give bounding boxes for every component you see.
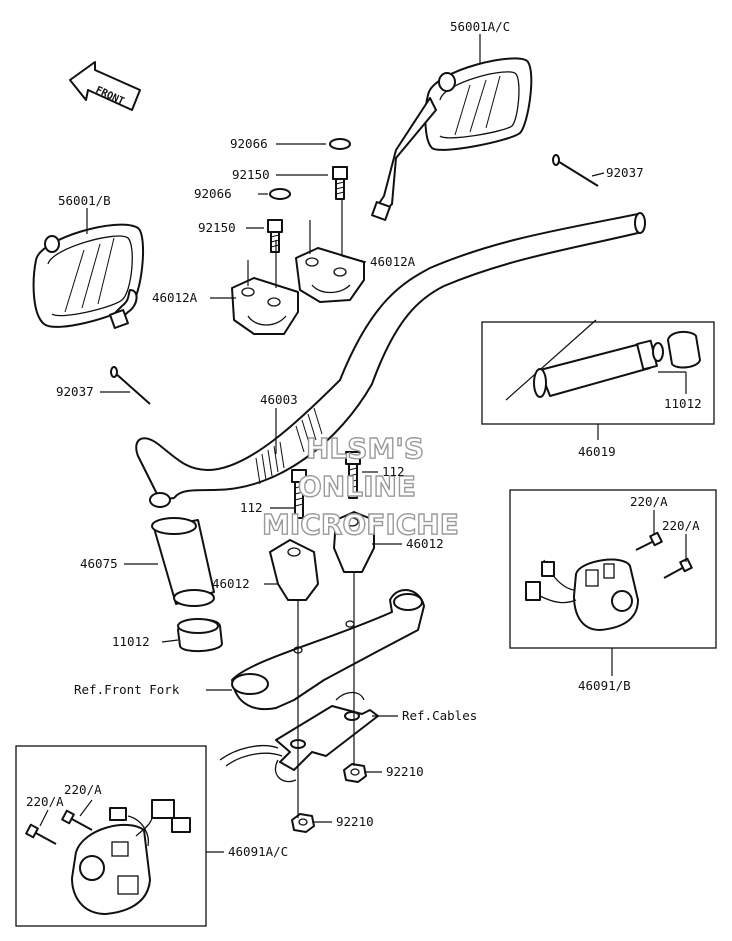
screw-right-2 xyxy=(663,557,693,579)
label-screw-right-1: 220/A xyxy=(630,494,668,509)
band-right xyxy=(552,154,599,187)
nut-2 xyxy=(291,813,315,833)
switch-left xyxy=(71,799,191,915)
label-throttle-grip: 46019 xyxy=(578,444,616,459)
screw-left-1 xyxy=(25,823,57,845)
label-grip-left-cap: 11012 xyxy=(112,634,150,649)
label-bolt-lower-2: 112 xyxy=(240,500,263,515)
mirror-left xyxy=(32,223,144,329)
part-labels: 56001A/C 56001/B 92066 92150 92066 92150… xyxy=(26,19,702,859)
cable-bracket xyxy=(219,691,379,783)
watermark: HLSM'S ONLINE MICROFICHE xyxy=(261,431,459,541)
label-bolt-upper-1: 92150 xyxy=(232,167,270,182)
bolt-lower-2 xyxy=(291,469,307,519)
screw-right-1 xyxy=(635,531,663,551)
label-mirror-left: 56001/B xyxy=(58,193,111,208)
label-clamp-upper-right: 46012A xyxy=(370,254,416,269)
label-holder-lower-left: 46012 xyxy=(212,576,250,591)
label-nut-1: 92210 xyxy=(386,764,424,779)
label-screw-left-1: 220/A xyxy=(64,782,102,797)
switch-left-box xyxy=(15,745,207,927)
label-grip-left: 46075 xyxy=(80,556,118,571)
label-bolt-upper-2: 92150 xyxy=(198,220,236,235)
fork-bracket xyxy=(231,589,425,711)
throttle-grip xyxy=(533,339,664,398)
switch-right-box xyxy=(509,489,717,676)
label-screw-left-2: 220/A xyxy=(26,794,64,809)
label-mirror-right: 56001A/C xyxy=(450,19,510,34)
label-ref-fork: Ref.Front Fork xyxy=(74,682,180,697)
holder-lower-left xyxy=(269,539,319,601)
grip-left-cap xyxy=(177,618,223,652)
screw-left-2 xyxy=(61,809,93,831)
pad-upper-2 xyxy=(269,188,291,200)
label-band-right: 92037 xyxy=(606,165,644,180)
label-handlebar: 46003 xyxy=(260,392,298,407)
label-grip-right-cap: 11012 xyxy=(664,396,702,411)
label-clamp-upper-left: 46012A xyxy=(152,290,198,305)
label-switch-right: 46091/B xyxy=(578,678,631,693)
grip-left xyxy=(151,517,215,607)
throttle-grip-box xyxy=(481,319,715,440)
grip-right-cap xyxy=(667,330,701,369)
holder-lower-right xyxy=(333,511,375,573)
label-screw-right-2: 220/A xyxy=(662,518,700,533)
front-direction-arrow: FRONT xyxy=(69,61,141,111)
bolt-upper-1 xyxy=(332,166,348,200)
label-ref-cables: Ref.Cables xyxy=(402,708,477,723)
pad-upper-1 xyxy=(329,138,351,150)
mirror-right xyxy=(371,57,533,221)
handlebar xyxy=(135,212,646,508)
leader-lines xyxy=(39,34,687,853)
bolt-lower-1 xyxy=(345,451,361,499)
clamp-upper-left xyxy=(231,277,299,335)
label-pad-upper-1: 92066 xyxy=(230,136,268,151)
label-holder-lower-right: 46012 xyxy=(406,536,444,551)
label-switch-left: 46091A/C xyxy=(228,844,288,859)
nut-1 xyxy=(343,763,367,783)
switch-right xyxy=(525,558,639,631)
watermark-line-3: MICROFICHE xyxy=(262,508,459,541)
clamp-upper-right xyxy=(295,247,365,303)
label-bolt-lower-1: 112 xyxy=(382,464,405,479)
label-band-left: 92037 xyxy=(56,384,94,399)
watermark-line-1: HLSM'S xyxy=(306,432,424,465)
bolt-upper-2 xyxy=(267,219,283,253)
watermark-line-2: ONLINE xyxy=(298,470,416,503)
band-left xyxy=(110,366,151,405)
label-pad-upper-2: 92066 xyxy=(194,186,232,201)
label-nut-2: 92210 xyxy=(336,814,374,829)
